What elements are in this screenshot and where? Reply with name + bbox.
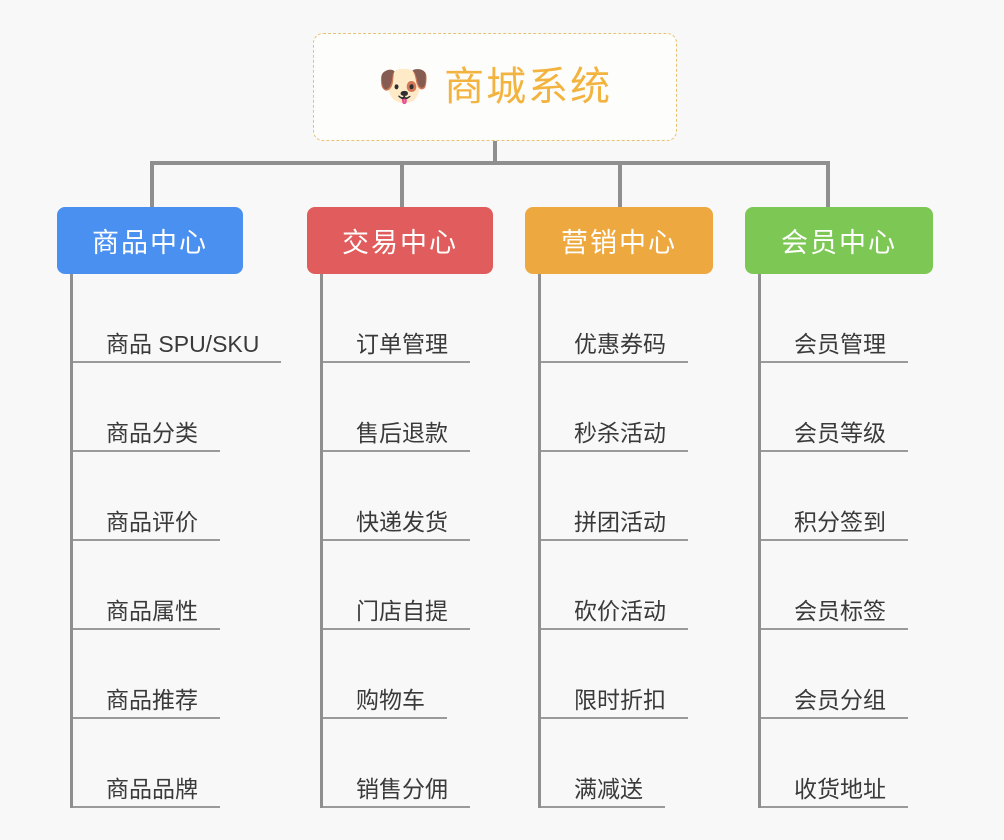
list-item[interactable]: 商品分类	[73, 363, 287, 452]
list-item-label: 会员标签	[761, 598, 908, 630]
column-header-marketing-center[interactable]: 营销中心	[525, 207, 713, 274]
column-marketing-center: 营销中心 优惠券码 秒杀活动 拼团活动 砍价活动 限时折扣 满减送	[525, 207, 755, 808]
column-header-product-center[interactable]: 商品中心	[57, 207, 243, 274]
list-item[interactable]: 会员分组	[761, 630, 975, 719]
list-item-label: 购物车	[323, 687, 447, 719]
list-item[interactable]: 会员等级	[761, 363, 975, 452]
column-item-list-product-center: 商品 SPU/SKU 商品分类 商品评价 商品属性 商品推荐 商品品牌	[70, 274, 287, 808]
list-item[interactable]: 商品属性	[73, 541, 287, 630]
list-item[interactable]: 秒杀活动	[541, 363, 755, 452]
connector-drop-product	[150, 161, 154, 207]
list-item[interactable]: 砍价活动	[541, 541, 755, 630]
connector-drop-trade	[400, 161, 404, 207]
list-item[interactable]: 快递发货	[323, 452, 537, 541]
list-item-label: 会员分组	[761, 687, 908, 719]
list-item[interactable]: 售后退款	[323, 363, 537, 452]
list-item[interactable]: 商品 SPU/SKU	[73, 274, 287, 363]
list-item[interactable]: 限时折扣	[541, 630, 755, 719]
list-item-label: 售后退款	[323, 420, 470, 452]
column-product-center: 商品中心 商品 SPU/SKU 商品分类 商品评价 商品属性 商品推荐 商品品牌	[57, 207, 287, 808]
list-item-label: 会员等级	[761, 420, 908, 452]
list-item[interactable]: 优惠券码	[541, 274, 755, 363]
list-item[interactable]: 商品评价	[73, 452, 287, 541]
column-item-list-member-center: 会员管理 会员等级 积分签到 会员标签 会员分组 收货地址	[758, 274, 975, 808]
root-title: 商城系统	[444, 65, 613, 109]
list-item-label: 拼团活动	[541, 509, 688, 541]
list-item[interactable]: 会员管理	[761, 274, 975, 363]
column-header-trade-center[interactable]: 交易中心	[307, 207, 493, 274]
list-item[interactable]: 销售分佣	[323, 719, 537, 808]
connector-root-stem	[493, 141, 497, 164]
list-item-label: 砍价活动	[541, 598, 688, 630]
list-item-label: 商品 SPU/SKU	[73, 331, 282, 363]
list-item-label: 收货地址	[761, 776, 908, 808]
list-item[interactable]: 购物车	[323, 630, 537, 719]
list-item[interactable]: 订单管理	[323, 274, 537, 363]
list-item-label: 优惠券码	[541, 331, 688, 363]
column-item-list-trade-center: 订单管理 售后退款 快递发货 门店自提 购物车 销售分佣	[320, 274, 537, 808]
column-header-label: 会员中心	[781, 228, 897, 258]
list-item-label: 商品评价	[73, 509, 220, 541]
connector-horizontal-bus	[150, 161, 830, 165]
list-item-label: 门店自提	[323, 598, 470, 630]
connector-drop-member	[826, 161, 830, 207]
column-trade-center: 交易中心 订单管理 售后退款 快递发货 门店自提 购物车 销售分佣	[307, 207, 537, 808]
shiba-dog-face-icon: 🐶	[377, 62, 431, 109]
list-item-label: 销售分佣	[323, 776, 470, 808]
column-header-member-center[interactable]: 会员中心	[745, 207, 933, 274]
list-item[interactable]: 会员标签	[761, 541, 975, 630]
list-item[interactable]: 拼团活动	[541, 452, 755, 541]
list-item[interactable]: 门店自提	[323, 541, 537, 630]
list-item[interactable]: 满减送	[541, 719, 755, 808]
column-member-center: 会员中心 会员管理 会员等级 积分签到 会员标签 会员分组 收货地址	[745, 207, 975, 808]
list-item-label: 限时折扣	[541, 687, 688, 719]
list-item-label: 积分签到	[761, 509, 908, 541]
list-item-label: 满减送	[541, 776, 665, 808]
list-item[interactable]: 积分签到	[761, 452, 975, 541]
list-item-label: 快递发货	[323, 509, 470, 541]
root-node[interactable]: 🐶 商城系统	[313, 33, 677, 141]
column-item-list-marketing-center: 优惠券码 秒杀活动 拼团活动 砍价活动 限时折扣 满减送	[538, 274, 755, 808]
list-item-label: 商品分类	[73, 420, 220, 452]
connector-drop-marketing	[618, 161, 622, 207]
list-item[interactable]: 商品推荐	[73, 630, 287, 719]
list-item-label: 会员管理	[761, 331, 908, 363]
column-header-label: 商品中心	[92, 228, 208, 258]
list-item[interactable]: 商品品牌	[73, 719, 287, 808]
column-header-label: 交易中心	[342, 228, 458, 258]
column-header-label: 营销中心	[561, 228, 677, 258]
list-item-label: 秒杀活动	[541, 420, 688, 452]
list-item-label: 订单管理	[323, 331, 470, 363]
list-item-label: 商品推荐	[73, 687, 220, 719]
list-item-label: 商品品牌	[73, 776, 220, 808]
list-item-label: 商品属性	[73, 598, 220, 630]
list-item[interactable]: 收货地址	[761, 719, 975, 808]
